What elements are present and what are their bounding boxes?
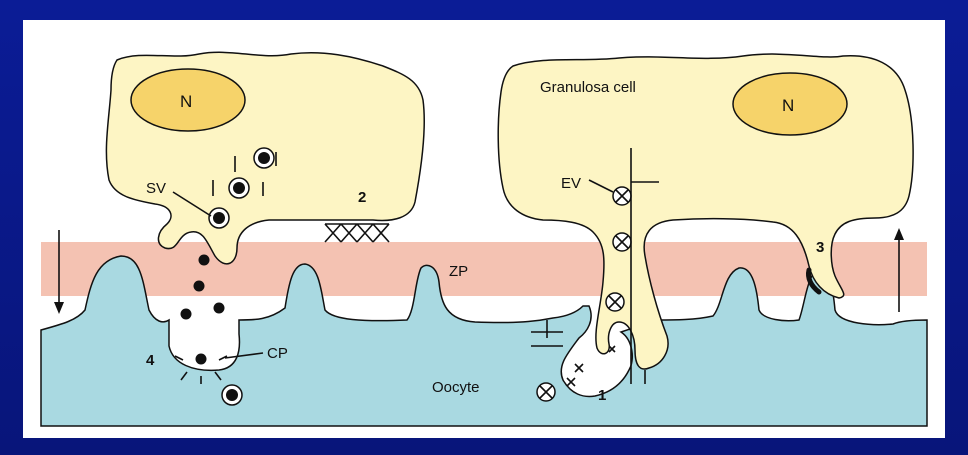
diagram-panel: N N Granulosa cell SV xyxy=(23,20,945,438)
number-4-label: 4 xyxy=(146,352,155,369)
nucleus-left-label: N xyxy=(180,92,192,111)
oocyte-granulosa-diagram: N N Granulosa cell SV xyxy=(23,20,945,438)
zona-pellucida-band xyxy=(41,242,927,296)
zp-label: ZP xyxy=(449,263,468,280)
number-2-label: 2 xyxy=(358,189,366,206)
cp-label: CP xyxy=(267,345,288,362)
nucleus-right-label: N xyxy=(782,96,794,115)
sv-label: SV xyxy=(146,180,166,197)
granulosa-cell-label: Granulosa cell xyxy=(540,79,636,96)
oocyte-label: Oocyte xyxy=(432,379,480,396)
number-1-label: 1 xyxy=(598,387,606,404)
endocytic-vesicle xyxy=(222,385,242,405)
number-3-label: 3 xyxy=(816,239,824,256)
ev-label: EV xyxy=(561,175,581,192)
adhesion-junction xyxy=(325,224,389,242)
